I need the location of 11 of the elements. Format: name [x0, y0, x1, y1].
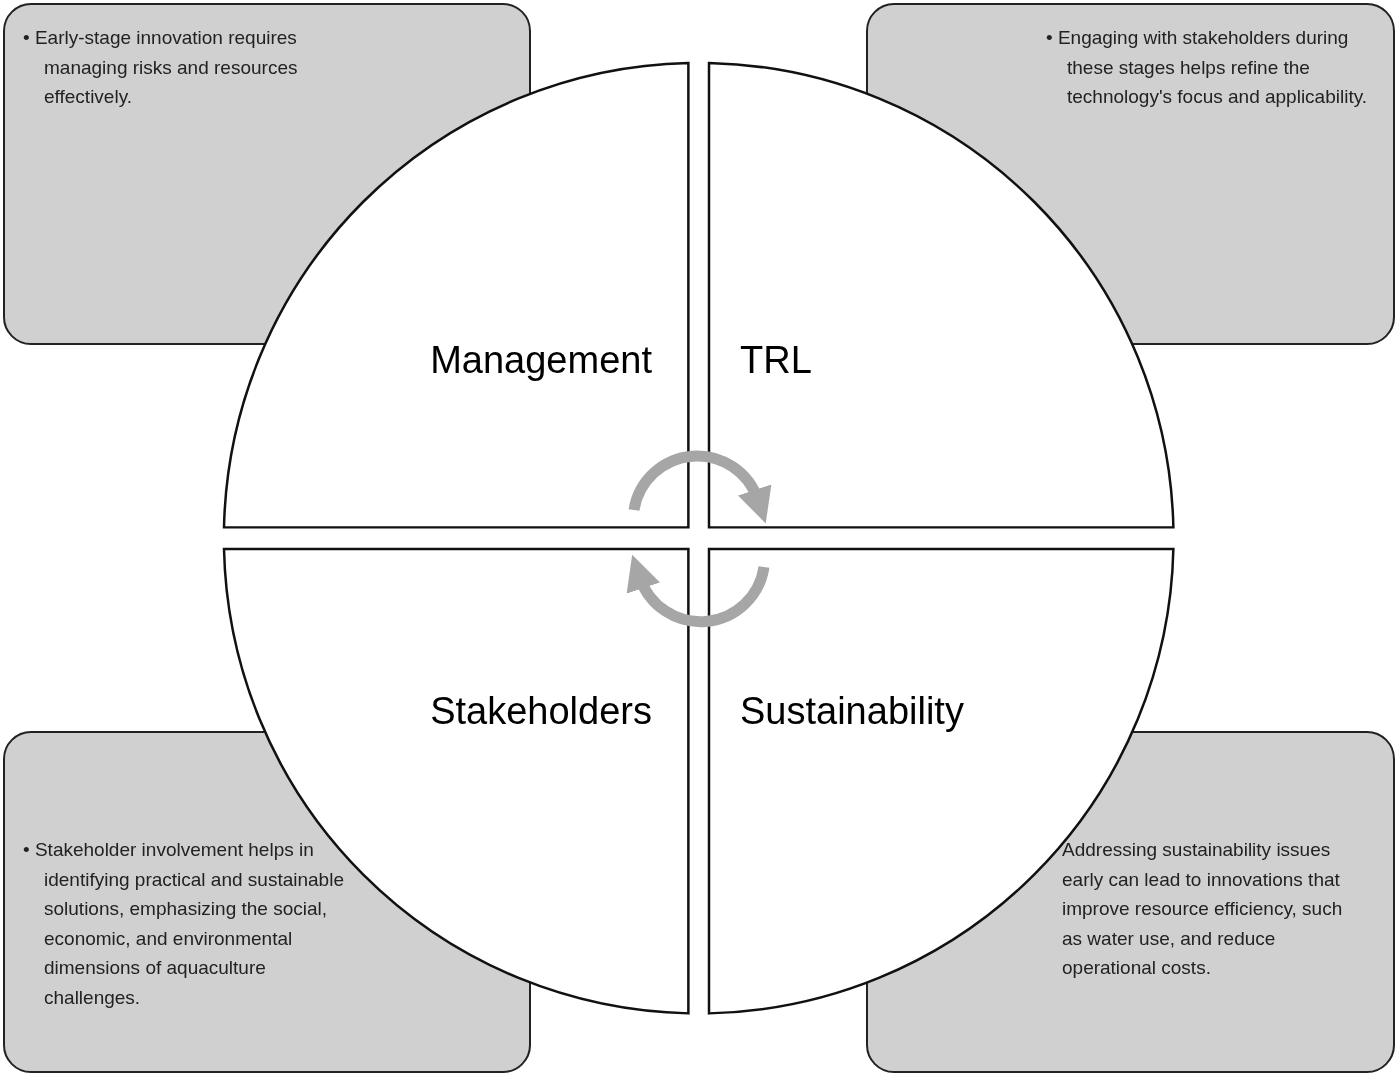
cycle-arrow [628, 450, 771, 523]
quadrant-segment [709, 63, 1174, 528]
quadrant-label: TRL [740, 338, 812, 383]
note-text: Addressing sustainability issues early can lead to innovations that improve resource efficiency, such as water use, and reduce operational costs. [1062, 838, 1344, 980]
note-text: • Stakeholder involvement helps in identifying practical and sustainable solutions, emphasizing the social, economic, and environmental dimensions of aquaculture challenges. [23, 838, 345, 1010]
note-text: • Engaging with stakeholders during these stages helps refine the technology's focus and applicability. [1046, 26, 1369, 109]
note-text: • Early-stage innovation requires managing risks and resources effectively. [23, 26, 299, 109]
quadrant-label: Stakeholders [430, 689, 652, 734]
quadrant-label: Management [430, 338, 652, 383]
quadrant-label: Sustainability [740, 689, 964, 734]
cycle-arrow [627, 555, 770, 628]
